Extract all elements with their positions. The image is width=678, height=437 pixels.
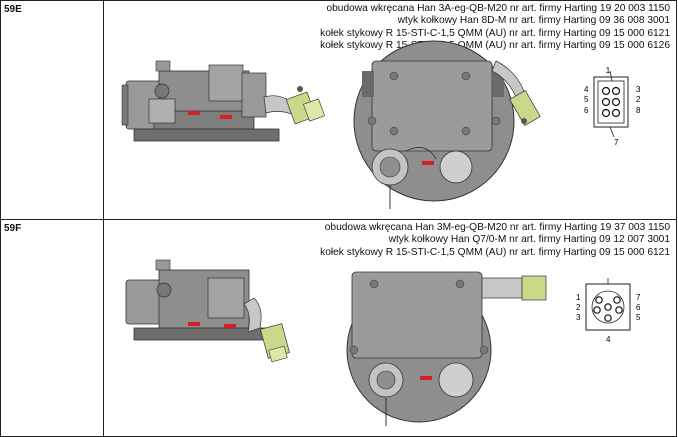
- pin-label: 3: [576, 313, 581, 322]
- pin-layout-diagram: 1 2 3 4 5 6 7: [576, 278, 641, 344]
- spec-list: obudowa wkręcana Han 3A-eg-QB-M20 nr art…: [320, 3, 670, 52]
- variant-code: 59E: [4, 4, 22, 15]
- side-view-drawing: [121, 60, 325, 142]
- drawing-59e: 1 2 3 4 5 6 7 8: [121, 40, 641, 209]
- description-cell: obudowa wkręcana Han 3M-eg-QB-M20 nr art…: [103, 219, 677, 437]
- pin-label: 2: [636, 95, 641, 104]
- pin-label: 4: [584, 85, 589, 94]
- front-view-drawing: [353, 40, 541, 209]
- pin-label: 6: [584, 106, 589, 115]
- table-row-59e: 59E obudowa wkręcana Han 3A-eg-QB-M20 nr…: [0, 0, 677, 220]
- pin-label: 1: [606, 66, 611, 75]
- pin-label: 2: [576, 303, 581, 312]
- spec-line: obudowa wkręcana Han 3A-eg-QB-M20 nr art…: [326, 3, 670, 14]
- pin-label: 5: [636, 313, 641, 322]
- front-view-drawing: [346, 271, 547, 426]
- pin-label: 3: [636, 85, 641, 94]
- code-cell: 59F: [0, 219, 104, 437]
- description-cell: obudowa wkręcana Han 3A-eg-QB-M20 nr art…: [103, 0, 677, 220]
- spec-line: kołek stykowy R 15-STI-C-2,5 QMM (AU) nr…: [320, 39, 670, 51]
- drawing-59f: 1 2 3 4 5 6 7: [125, 259, 641, 426]
- spec-line: kołek stykowy R 15-STI-C-1,5 QMM (AU) nr…: [320, 246, 670, 258]
- pin-label: 7: [614, 138, 619, 147]
- pin-label: 4: [606, 335, 611, 344]
- pin-label: 5: [584, 95, 589, 104]
- spec-line: obudowa wkręcana Han 3M-eg-QB-M20 nr art…: [324, 222, 670, 233]
- pin-label: 1: [576, 293, 581, 302]
- spec-list: obudowa wkręcana Han 3M-eg-QB-M20 nr art…: [320, 222, 670, 259]
- pin-label: 7: [636, 293, 641, 302]
- spec-line: wtyk kołkowy Han Q7/0-M nr art. firmy Ha…: [388, 234, 670, 246]
- variant-code: 59F: [4, 223, 22, 234]
- pin-label: 8: [636, 106, 641, 115]
- side-view-drawing: [125, 259, 290, 363]
- spec-line: kołek stykowy R 15-STI-C-1,5 QMM (AU) nr…: [320, 27, 670, 39]
- spec-line: wtyk kołkowy Han 8D-M nr art. firmy Hart…: [397, 15, 670, 27]
- pin-layout-diagram: 1 2 3 4 5 6 7 8: [584, 66, 641, 147]
- pin-label: 6: [636, 303, 641, 312]
- table-row-59f: 59F obudowa wkręcana Han 3M-eg-QB-M20 nr…: [0, 219, 677, 437]
- code-cell: 59E: [0, 0, 104, 220]
